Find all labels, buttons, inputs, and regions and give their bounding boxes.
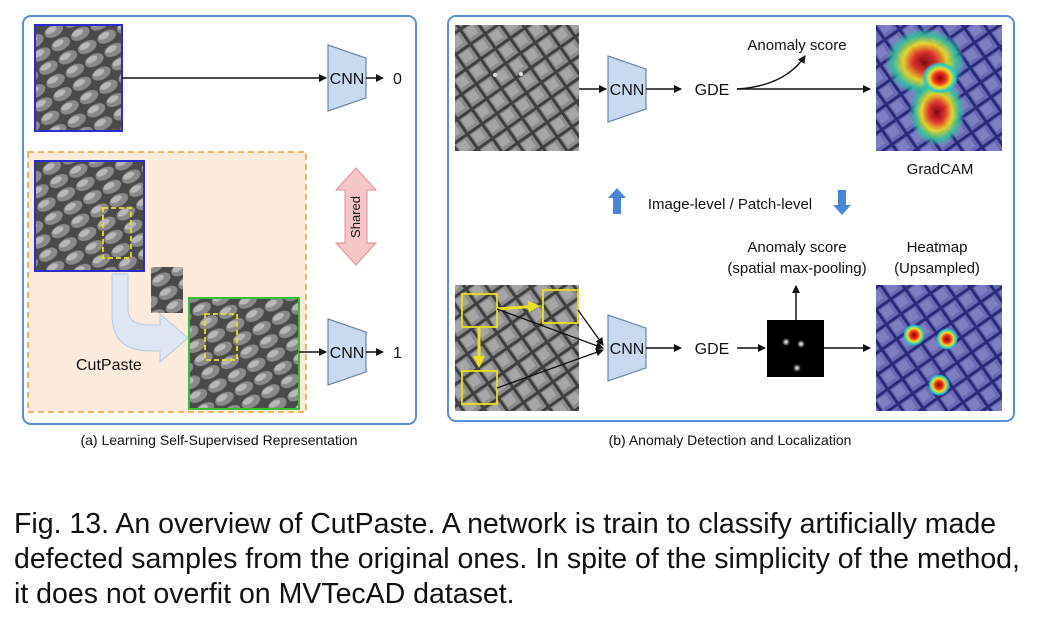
top-output-label: 0 <box>393 71 402 88</box>
cut-patch <box>151 267 183 313</box>
cnn-label-bottom: CNN <box>330 345 365 362</box>
cnn-block-b-bottom <box>607 314 647 382</box>
cutpaste-label: CutPaste <box>76 357 142 374</box>
heatmap-image <box>876 285 1002 411</box>
up-arrow-icon <box>608 188 626 214</box>
heatmap-label-line2: (Upsampled) <box>894 260 980 277</box>
level-label: Image-level / Patch-level <box>648 196 812 213</box>
anomaly-score-map <box>767 320 824 377</box>
pasted-patch-box <box>204 313 238 361</box>
shared-label: Shared <box>348 196 363 238</box>
anomaly-score-bottom-line2: (spatial max-pooling) <box>727 260 866 277</box>
source-patch-box <box>102 207 132 259</box>
figure-caption: Fig. 13. An overview of CutPaste. A netw… <box>14 508 1020 610</box>
augmented-image <box>188 297 300 410</box>
anomaly-score-bottom-line1: Anomaly score <box>747 239 846 256</box>
cnn-label-b-top: CNN <box>610 82 645 99</box>
down-arrow-icon <box>833 190 851 215</box>
gde-label-top: GDE <box>695 82 730 99</box>
test-image-bottom <box>455 285 579 411</box>
gde-label-bottom: GDE <box>695 341 730 358</box>
source-image <box>34 160 145 272</box>
cnn-label-b-bottom: CNN <box>610 341 645 358</box>
cnn-block-bottom <box>327 318 367 386</box>
shared-double-arrow <box>334 167 378 266</box>
panel-b-border <box>447 15 1015 422</box>
panel-a-border <box>22 15 417 425</box>
bottom-output-label: 1 <box>393 345 402 362</box>
cnn-block-top <box>327 44 367 112</box>
cnn-label-top: CNN <box>330 71 365 88</box>
panel-a-caption: (a) Learning Self-Supervised Representat… <box>80 432 357 448</box>
gradcam-label: GradCAM <box>907 161 974 178</box>
anomaly-score-top-label: Anomaly score <box>747 37 846 54</box>
heatmap-label-line1: Heatmap <box>907 239 968 256</box>
patch-box-2 <box>542 289 579 324</box>
panel-b-caption: (b) Anomaly Detection and Localization <box>609 432 852 448</box>
test-image-top <box>455 25 579 151</box>
gradcam-image <box>876 25 1002 151</box>
cnn-block-b-top <box>607 55 647 123</box>
top-input-image <box>34 24 123 132</box>
